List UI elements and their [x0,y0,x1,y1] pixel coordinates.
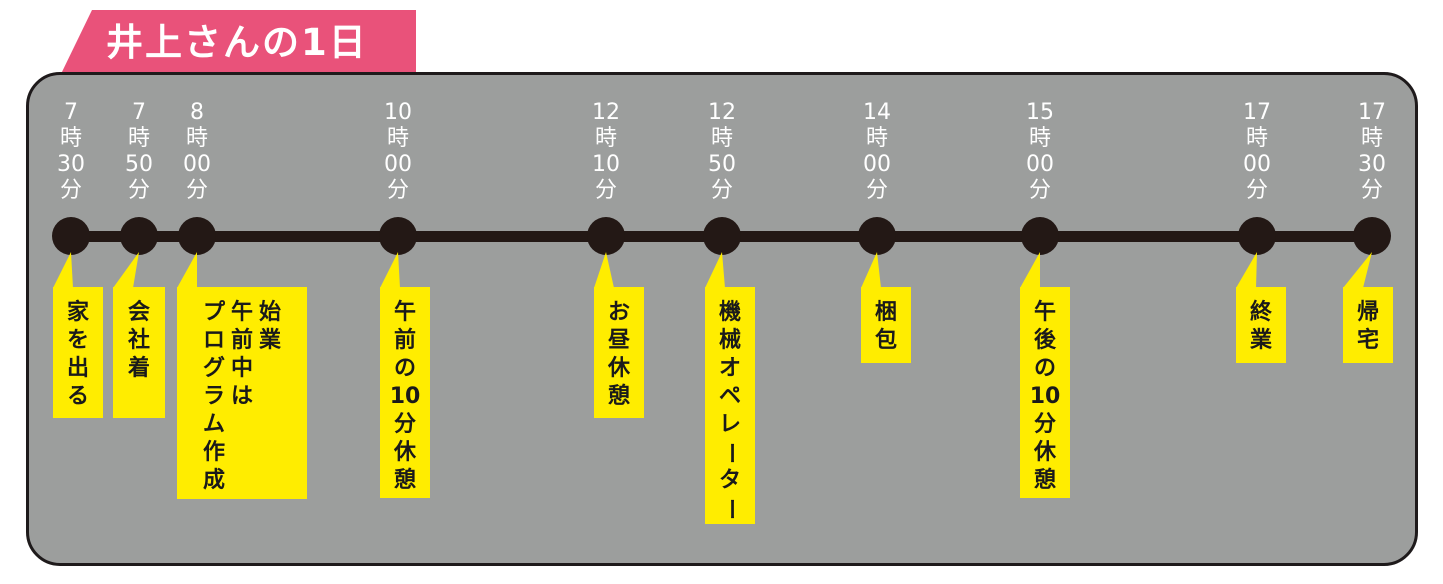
time-hour-unit: 時 [1360,126,1383,151]
time-hour-unit: 時 [127,126,150,151]
time-minute: 00 [863,152,891,177]
time-minute: 00 [384,152,412,177]
timeline-dot [1021,217,1059,255]
callout-pointer [1020,252,1040,288]
time-minute: 30 [1358,152,1386,177]
time-hour-unit: 時 [710,126,733,151]
time-hour: 17 [1358,100,1386,125]
callout-pointer [1236,252,1257,288]
timeline-dot [587,217,625,255]
time-hour-unit: 時 [594,126,617,151]
time-minute: 50 [708,152,736,177]
callout-pointer [113,252,139,288]
event-label: 帰宅 [1356,300,1379,353]
time-minute-unit: 分 [710,178,733,203]
time-minute-unit: 分 [59,178,82,203]
time-minute: 00 [183,152,211,177]
timeline-dot [703,217,741,255]
time-hour: 15 [1026,100,1054,125]
event-note: お昼休憩 [594,287,644,418]
timeline-dot [52,217,90,255]
event-note: 終業 [1236,287,1286,363]
event-label: 家を出る [66,300,89,409]
time-hour-unit: 時 [865,126,888,151]
event-label: 機械オペレーター [717,300,743,521]
time-minute-unit: 分 [865,178,888,203]
time-hour-unit: 時 [1028,126,1051,151]
event-label: お昼休憩 [607,300,630,409]
event-note: 会社着 [113,287,165,418]
timeline-dot [1238,217,1276,255]
event-note: 帰宅 [1343,287,1393,363]
time-hour: 12 [592,100,620,125]
event-label: 午前中は [230,300,253,409]
title-tab-shape [60,10,416,76]
callout-pointer [177,252,197,288]
time-minute-unit: 分 [1028,178,1051,203]
callout-pointer [705,252,725,288]
time-minute: 10 [592,152,620,177]
timeline-dot [1353,217,1391,255]
event-note: 始業午前中はプログラム作成 [177,287,307,499]
time-hour-unit: 時 [185,126,208,151]
time-hour-unit: 時 [1245,126,1268,151]
time-hour-unit: 時 [386,126,409,151]
event-note: 家を出る [53,287,103,418]
event-label: 会社着 [127,300,150,381]
event-note: 機械オペレーター [705,287,755,524]
event-label: 梱包 [874,300,897,353]
event-label: 終業 [1249,300,1272,353]
timeline-dot [858,217,896,255]
time-hour: 14 [863,100,891,125]
timeline-dot [379,217,417,255]
time-minute-unit: 分 [185,178,208,203]
title-tab: 井上さんの1日 [0,0,420,76]
time-minute-unit: 分 [386,178,409,203]
time-minute-unit: 分 [1245,178,1268,203]
time-hour: 7 [132,100,146,125]
time-hour: 10 [384,100,412,125]
time-hour-unit: 時 [59,126,82,151]
callout-pointer [861,252,881,288]
event-note: 梱包 [861,287,911,363]
page-title: 井上さんの1日 [106,21,368,64]
callout-pointer [1343,252,1372,288]
callout-pointer [53,252,73,288]
time-hour: 8 [190,100,204,125]
time-hour: 12 [708,100,736,125]
time-minute: 50 [125,152,153,177]
time-minute-unit: 分 [1360,178,1383,203]
callout-pointer [380,252,400,288]
time-hour: 17 [1243,100,1271,125]
callout-pointer [594,252,614,288]
time-minute-unit: 分 [127,178,150,203]
time-minute: 00 [1026,152,1054,177]
timeline-dot [178,217,216,255]
timeline-dot [120,217,158,255]
event-label: 始業 [258,300,281,353]
event-label: プログラム作成 [202,300,225,493]
time-minute-unit: 分 [594,178,617,203]
time-minute: 00 [1243,152,1271,177]
time-minute: 30 [57,152,85,177]
time-hour: 7 [64,100,78,125]
